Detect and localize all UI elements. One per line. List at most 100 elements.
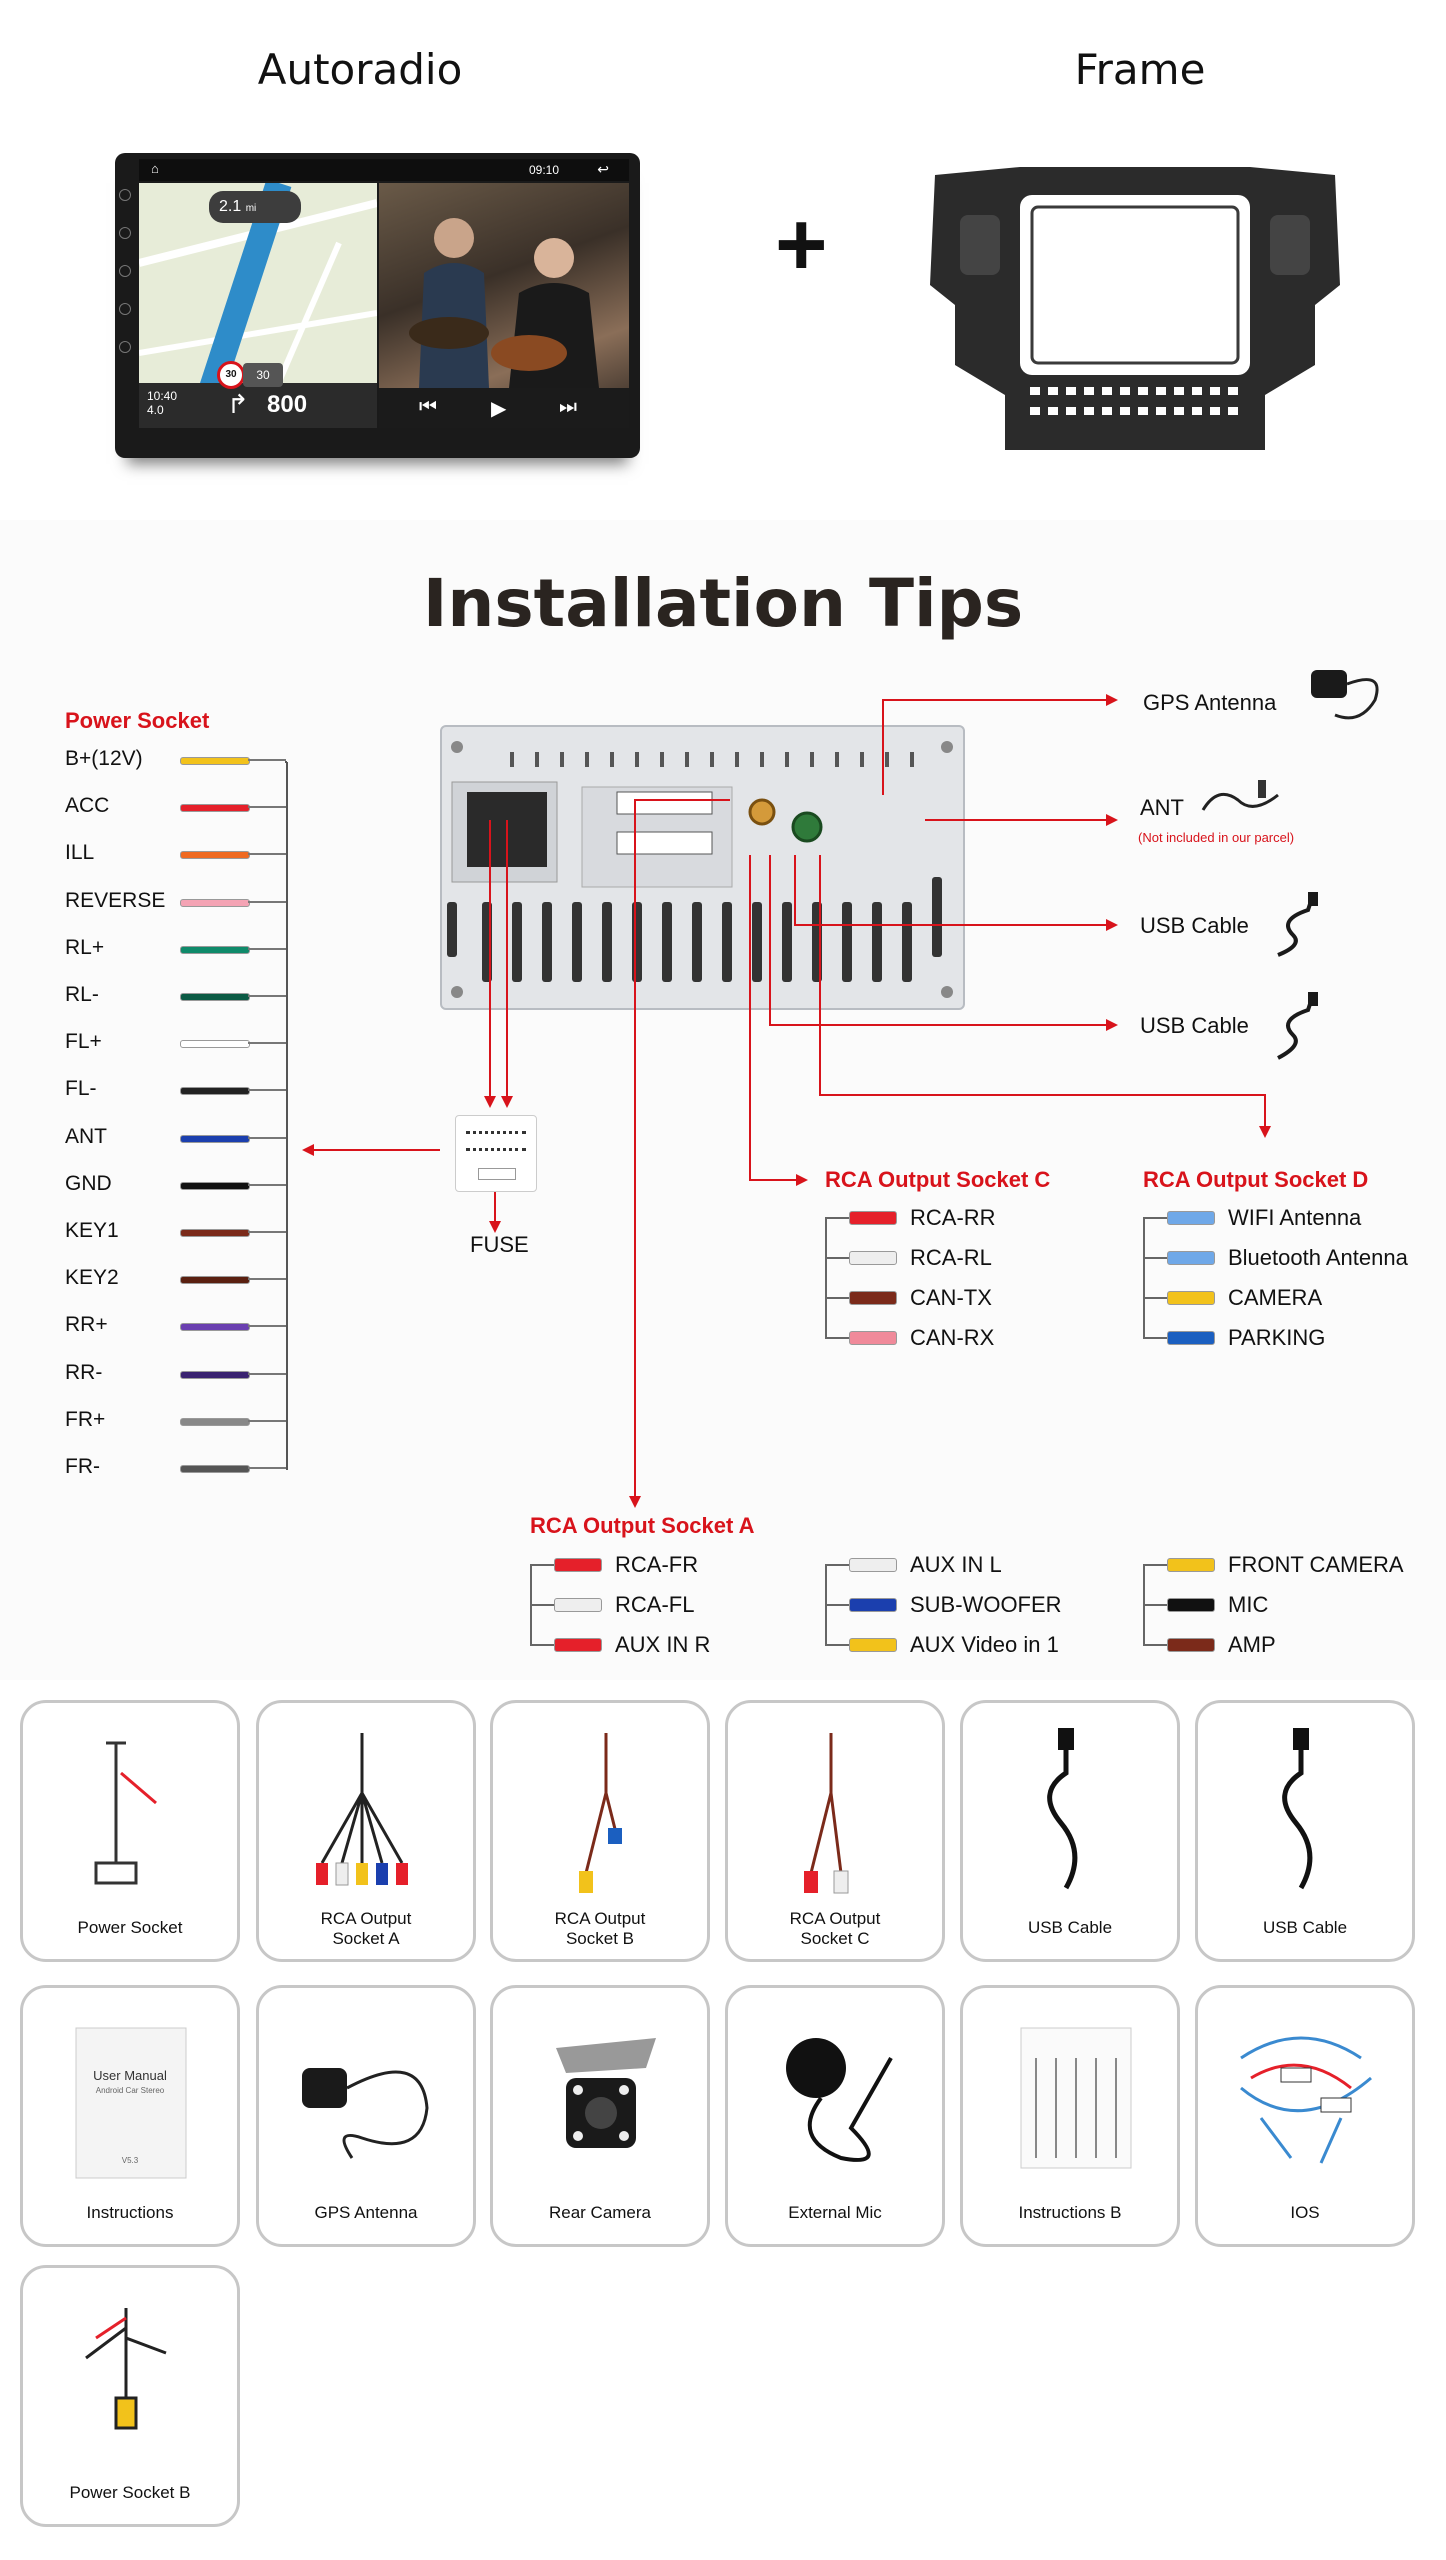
power-wire-lead: [248, 806, 286, 809]
socket-wire-row: AMP: [1143, 1632, 1443, 1660]
part-label: Rear Camera: [548, 2203, 652, 2222]
next-icon[interactable]: ⏭: [559, 396, 577, 418]
power-wire-lead: [248, 759, 286, 761]
power-wire-swatch: [180, 1087, 250, 1096]
usb-cable-2-icon: [1277, 992, 1318, 1060]
back-icon[interactable]: ↩: [597, 161, 609, 177]
power-wire-swatch: [180, 804, 250, 813]
power-socket-title: Power Socket: [65, 708, 210, 733]
head-unit-graphic: [447, 741, 953, 998]
power-wire-row: FL+: [65, 1028, 305, 1058]
power-wire-label: ANT: [65, 1124, 107, 1148]
part-illustration: [302, 2068, 429, 2159]
part-label: Power Socket B: [69, 2483, 191, 2502]
power-wire-swatch: [180, 1465, 250, 1473]
socket-plug-icon: [1167, 1291, 1215, 1305]
navigation-map[interactable]: 2.1 mi 30 30 10:40 4.0 ↱ 800: [139, 183, 377, 428]
power-wire-lead: [248, 1183, 286, 1186]
manual-title: User Manual: [93, 2068, 167, 2083]
power-wire-row: FR+: [65, 1406, 305, 1436]
socket-plug-icon: [1167, 1598, 1215, 1612]
media-controls: ⏮ ▶ ⏭: [379, 388, 629, 428]
socket-wire-label: RCA-FL: [615, 1592, 695, 1617]
power-wire-swatch: [180, 1134, 250, 1143]
socket-wire-label: AMP: [1228, 1632, 1276, 1657]
socket-wire-row: PARKING: [1143, 1325, 1443, 1353]
part-card: GPS Antenna: [256, 1985, 476, 2247]
part-illustration: [1240, 2036, 1372, 2164]
power-wire-lead: [248, 1231, 286, 1233]
socket-plug-icon: [1167, 1331, 1215, 1345]
power-wire-label: RL+: [65, 935, 105, 959]
socket-plug-icon: [1167, 1211, 1215, 1225]
power-wire-swatch: [180, 1181, 250, 1190]
home-icon[interactable]: ⌂: [151, 161, 159, 176]
power-wire-label: FR+: [65, 1407, 106, 1431]
power-wire-label: RR-: [65, 1360, 103, 1384]
part-label: RCA Output Socket B: [554, 1909, 646, 1948]
socket-wire-lead: [825, 1564, 849, 1566]
video-player[interactable]: ⏮ ▶ ⏭: [379, 183, 629, 428]
manual-subtitle: Android Car Stereo: [95, 2086, 165, 2095]
gps-antenna-icon: [1311, 670, 1379, 720]
ant-label: ANT: [1140, 795, 1184, 820]
power-wire-label: FL+: [65, 1030, 102, 1054]
socket-wire-row: AUX Video in 1: [825, 1632, 1105, 1660]
part-label: Instructions: [86, 2203, 174, 2222]
socket-wire-row: CAMERA: [1143, 1285, 1443, 1313]
socket-wire-lead: [1143, 1644, 1167, 1646]
socket-plug-icon: [1167, 1558, 1215, 1572]
part-illustration: [1020, 2027, 1132, 2169]
socket-wire-label: WIFI Antenna: [1228, 1205, 1362, 1230]
socket-wire-label: CAN-RX: [910, 1325, 995, 1350]
power-wire-row: RL+: [65, 934, 305, 964]
power-wire-swatch: [180, 898, 250, 907]
power-wire-lead: [248, 1042, 286, 1045]
part-card: External Mic: [725, 1985, 945, 2247]
part-card: Instructions B: [960, 1985, 1180, 2247]
connection-lines: [484, 694, 1271, 1508]
socket-wire-lead: [1143, 1257, 1167, 1259]
socket-wire-row: MIC: [1143, 1592, 1443, 1620]
power-wire-lead: [248, 947, 286, 950]
play-icon[interactable]: ▶: [491, 398, 507, 420]
socket-wire-row: Bluetooth Antenna: [1143, 1245, 1443, 1273]
socket-wire-row: SUB-WOOFER: [825, 1592, 1105, 1620]
previous-icon[interactable]: ⏮: [419, 396, 437, 418]
socket-wire-lead: [1143, 1217, 1167, 1219]
installation-section: [0, 520, 1446, 1680]
speed-limit-sign: 30: [217, 361, 245, 389]
socket-plug-icon: [849, 1291, 897, 1305]
part-illustration: [804, 1733, 849, 1894]
power-wire-row: RL-: [65, 981, 305, 1011]
turn-arrow-icon: ↱: [227, 389, 249, 419]
socket-plug-icon: [849, 1331, 897, 1345]
frame-title: Frame: [1074, 45, 1206, 94]
power-wire-row: KEY1: [65, 1217, 305, 1247]
current-speed: 30: [243, 363, 283, 387]
socket-wire-row: RCA-FR: [530, 1552, 780, 1580]
part-card: RCA Output Socket C: [725, 1700, 945, 1962]
socket-wire-label: CAN-TX: [910, 1285, 992, 1310]
socket-wire-lead: [825, 1257, 849, 1259]
part-card: IOS: [1195, 1985, 1415, 2247]
socket-wire-row: CAN-TX: [825, 1285, 1075, 1313]
power-bracket: [285, 761, 288, 1470]
part-label: IOS: [1290, 2203, 1320, 2222]
socket-wire-lead: [1143, 1604, 1167, 1606]
power-wire-label: FR-: [65, 1455, 100, 1478]
power-wire-label: ACC: [65, 794, 110, 818]
autoradio-title: Autoradio: [257, 45, 463, 94]
socket-wire-label: CAMERA: [1228, 1285, 1323, 1310]
socket-wire-lead: [530, 1644, 554, 1646]
socket-wire-label: Bluetooth Antenna: [1228, 1245, 1408, 1270]
socket-a-title: RCA Output Socket A: [530, 1513, 755, 1538]
power-wire-swatch: [180, 757, 250, 765]
part-illustration: [85, 2308, 167, 2430]
power-wire-lead: [248, 1372, 286, 1375]
power-wire-lead: [248, 1419, 286, 1422]
fuse-block: [455, 1115, 537, 1192]
socket-wire-lead: [825, 1297, 849, 1299]
